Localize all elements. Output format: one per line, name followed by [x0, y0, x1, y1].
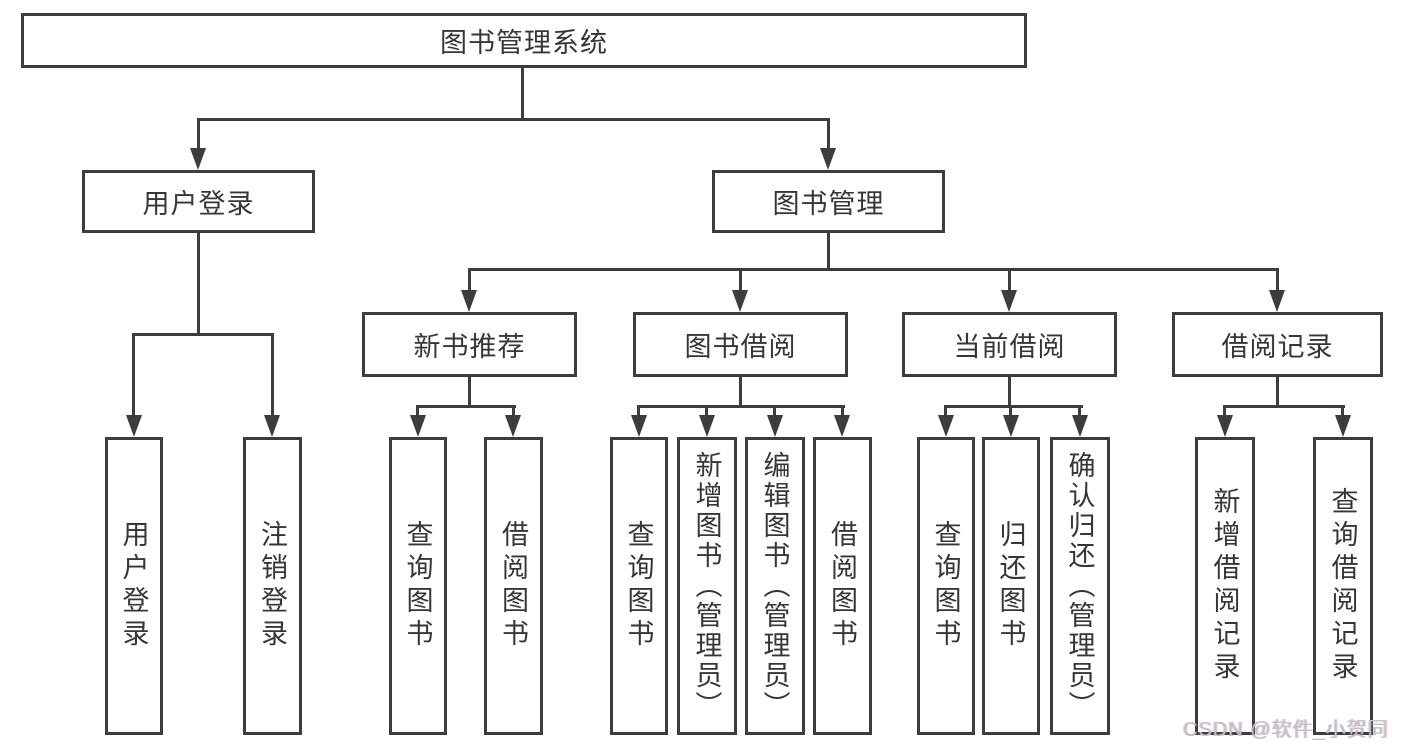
node-book-borrowing: 图书借阅 [633, 312, 848, 377]
connector-line [468, 377, 471, 407]
leaf-borrow-books-2: 借阅图书 [813, 437, 872, 735]
arrowhead-down-icon [1072, 415, 1088, 437]
connector-line [416, 405, 516, 408]
connector-line [468, 268, 1279, 271]
leaf-borrow-books-1: 借阅图书 [484, 437, 543, 735]
leaf-edit-books-admin: 编辑图书（管理员） [745, 437, 805, 735]
connector-line [416, 405, 419, 417]
connector-line [1078, 405, 1081, 417]
csdn-watermark: CSDN @软件_小贺同学 [1183, 719, 1389, 741]
connector-line [1223, 405, 1226, 417]
node-borrow-records: 借阅记录 [1172, 312, 1383, 377]
arrowhead-down-icon [767, 415, 783, 437]
arrowhead-down-icon [410, 415, 426, 437]
leaf-query-borrow-record: 查询借阅记录 [1313, 437, 1373, 735]
connector-line [705, 405, 708, 417]
connector-line [132, 333, 135, 417]
connector-line [773, 405, 776, 417]
arrowhead-down-icon [1217, 415, 1233, 437]
connector-line [827, 118, 830, 150]
arrowhead-down-icon [1269, 290, 1285, 312]
connector-line [637, 405, 845, 408]
connector-line [271, 333, 274, 417]
connector-line [197, 118, 200, 150]
arrowhead-down-icon [1335, 415, 1351, 437]
connector-line [1276, 377, 1279, 407]
arrowhead-down-icon [699, 415, 715, 437]
connector-line [1276, 268, 1279, 292]
connector-line [197, 233, 200, 335]
arrowhead-down-icon [264, 415, 280, 437]
arrowhead-down-icon [505, 415, 521, 437]
arrowhead-down-icon [834, 415, 850, 437]
leaf-return-books: 归还图书 [982, 437, 1040, 735]
arrowhead-down-icon [1003, 415, 1019, 437]
arrowhead-down-icon [190, 148, 206, 170]
node-user-login: 用户登录 [82, 170, 315, 233]
connector-line [1341, 405, 1344, 417]
connector-line [1008, 268, 1011, 292]
connector-line [468, 268, 471, 292]
connector-line [1223, 405, 1345, 408]
node-new-book-recommend: 新书推荐 [362, 312, 577, 377]
connector-line [944, 405, 947, 417]
leaf-query-books-2: 查询图书 [610, 437, 668, 735]
node-current-borrowing: 当前借阅 [902, 312, 1117, 377]
connector-line [739, 268, 742, 292]
connector-line [197, 118, 830, 121]
connector-line [637, 405, 640, 417]
arrowhead-down-icon [820, 148, 836, 170]
connector-line [841, 405, 844, 417]
arrowhead-down-icon [631, 415, 647, 437]
node-library-management-system: 图书管理系统 [21, 13, 1027, 68]
arrowhead-down-icon [126, 415, 142, 437]
connector-line [521, 68, 524, 120]
connector-line [512, 405, 515, 417]
connector-line [944, 405, 1083, 408]
leaf-add-borrow-record: 新增借阅记录 [1195, 437, 1255, 735]
arrowhead-down-icon [1001, 290, 1017, 312]
arrowhead-down-icon [461, 290, 477, 312]
arrowhead-down-icon [732, 290, 748, 312]
leaf-logout: 注销登录 [243, 437, 302, 735]
leaf-user-login: 用户登录 [105, 437, 163, 735]
connector-line [827, 233, 830, 270]
leaf-query-books-1: 查询图书 [389, 437, 447, 735]
leaf-add-books-admin: 新增图书（管理员） [677, 437, 737, 735]
connector-line [739, 377, 742, 407]
connector-line [132, 333, 274, 336]
connector-line [1009, 405, 1012, 417]
node-book-management: 图书管理 [712, 170, 945, 233]
arrowhead-down-icon [938, 415, 954, 437]
leaf-query-books-3: 查询图书 [917, 437, 975, 735]
leaf-confirm-return-admin: 确认归还（管理员） [1050, 437, 1110, 735]
connector-line [1008, 377, 1011, 407]
